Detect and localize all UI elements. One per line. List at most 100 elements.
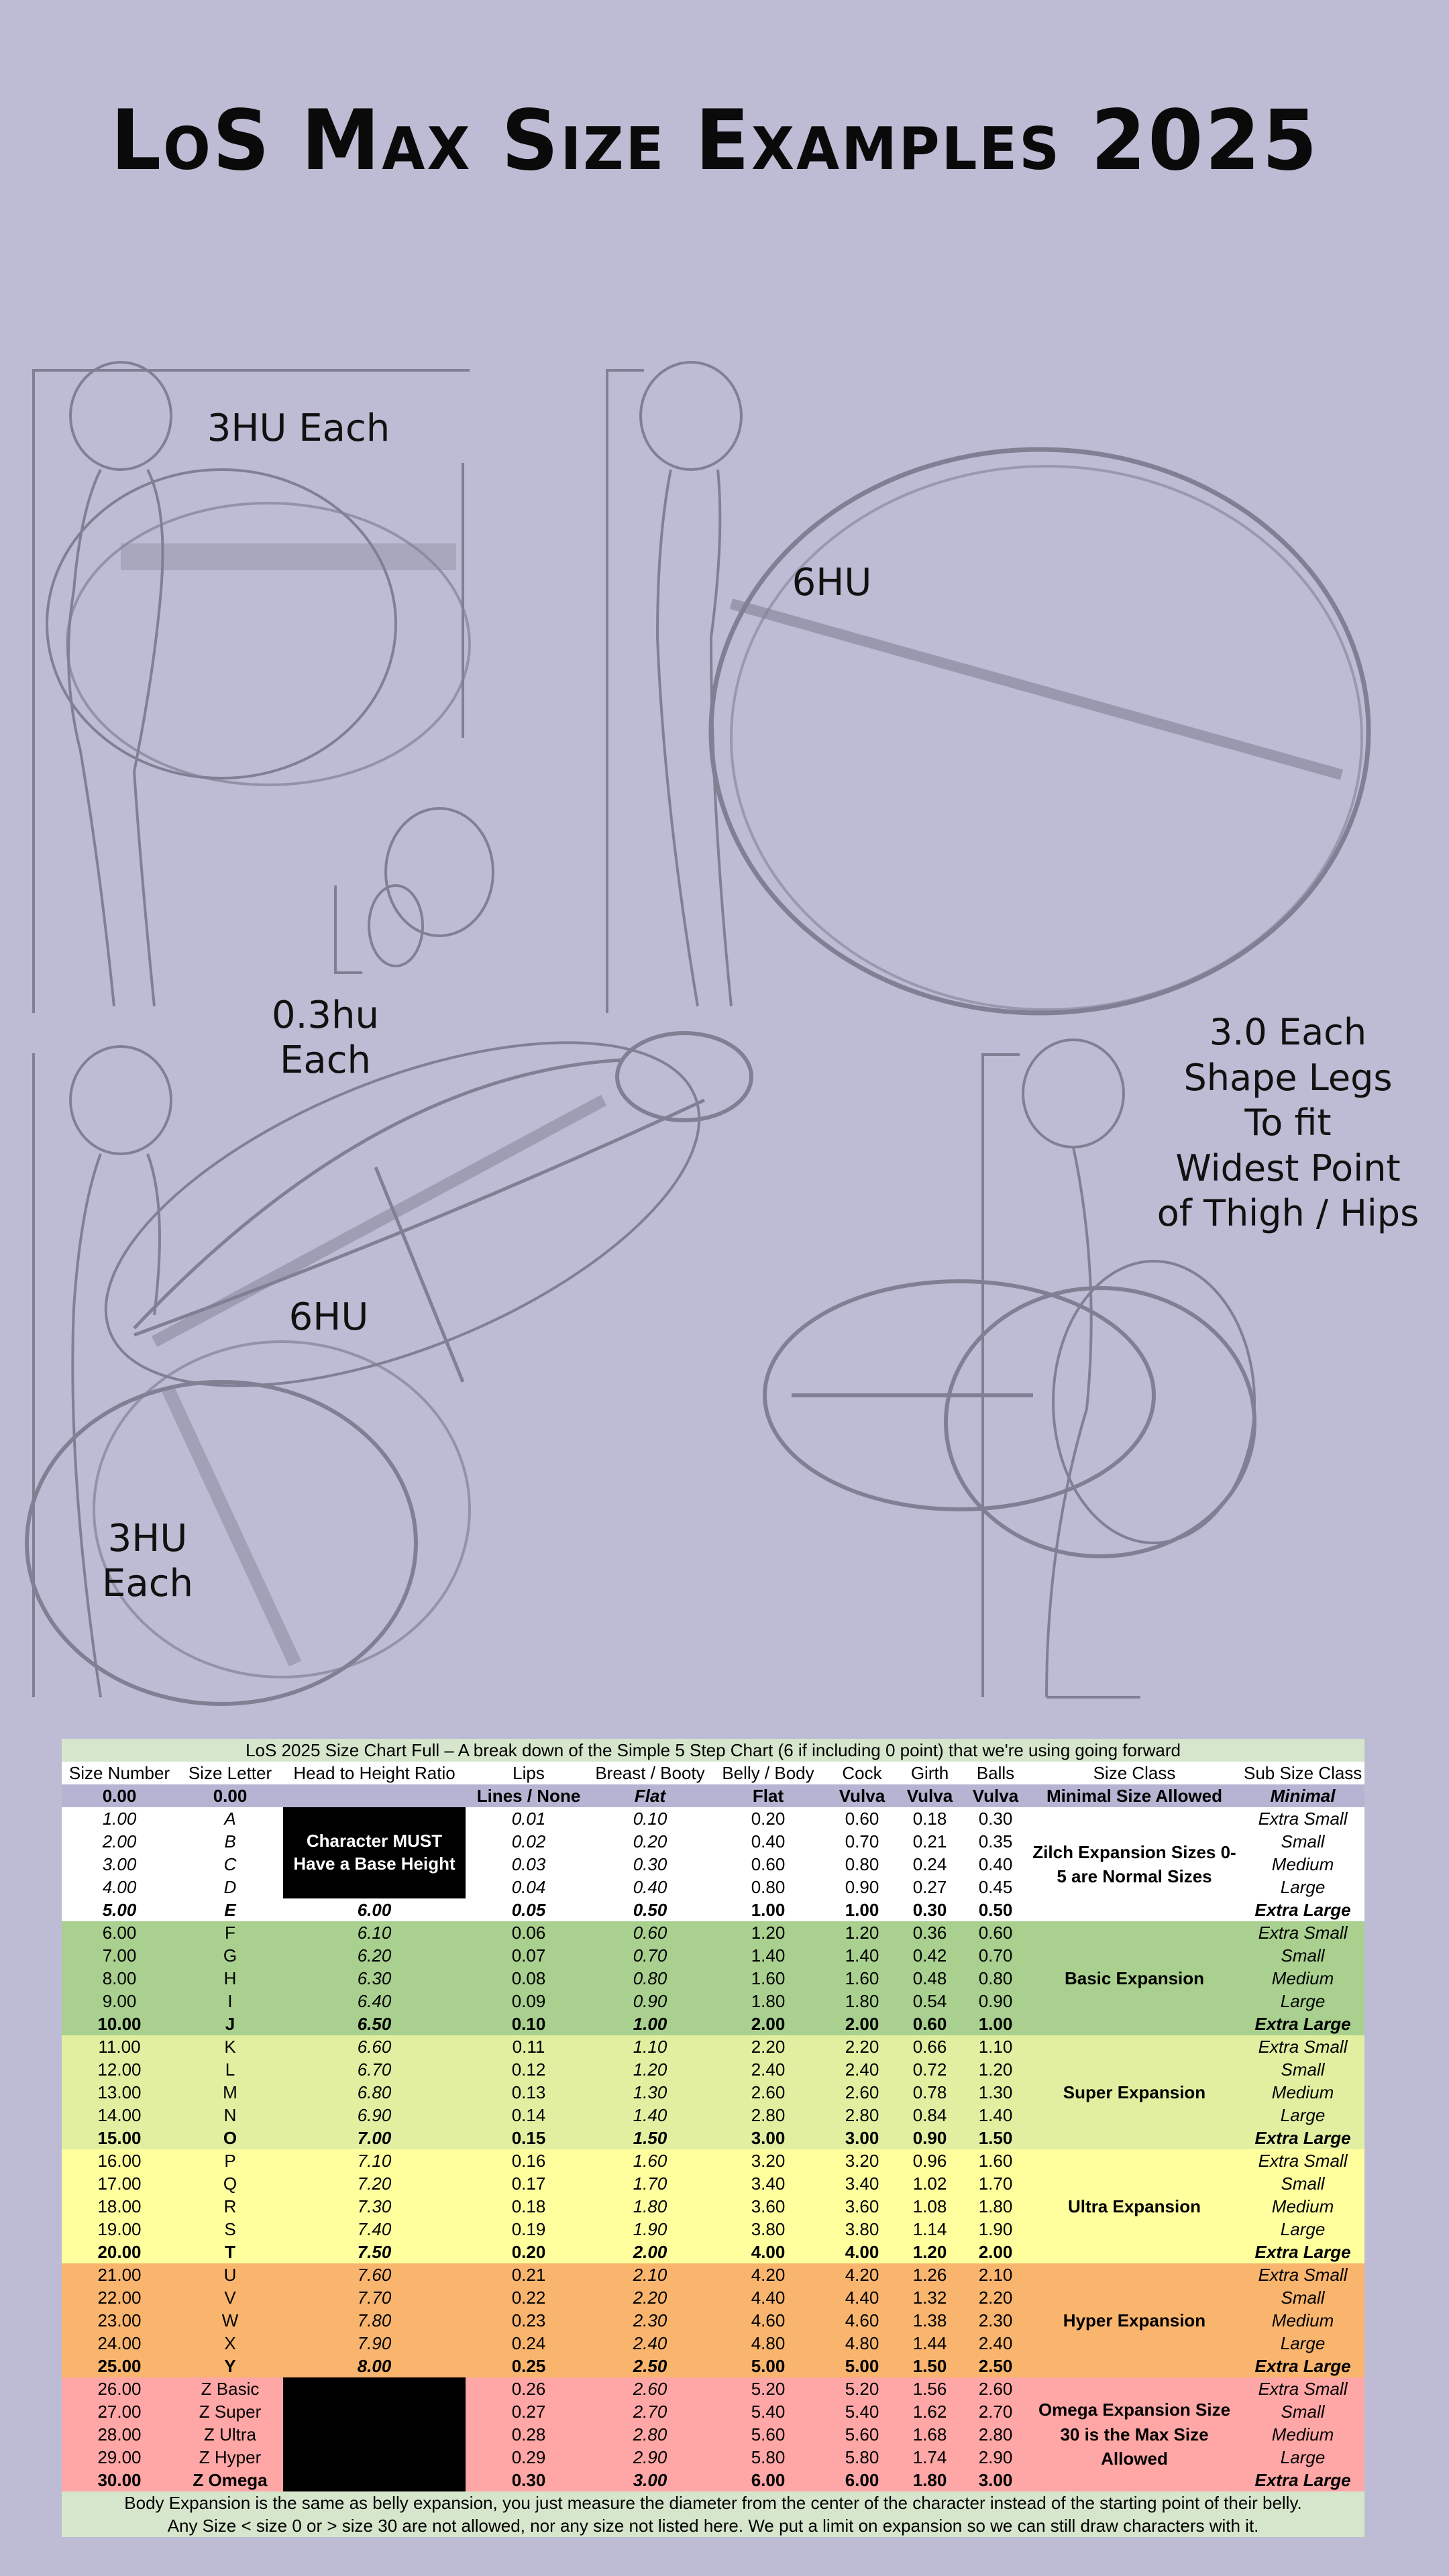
table-cell: 5.00: [708, 2355, 828, 2377]
table-cell: 0.09: [466, 1990, 592, 2012]
table-cell: Extra Small: [1241, 2263, 1365, 2286]
table-cell: 1.32: [896, 2286, 963, 2309]
table-cell: 0.05: [466, 1898, 592, 1921]
table-cell: B: [177, 1830, 283, 1853]
size-chart-footer: Body Expansion is the same as belly expa…: [62, 2491, 1365, 2537]
table-cell: O: [177, 2127, 283, 2149]
table-cell: 0.28: [466, 2423, 592, 2446]
table-cell: 0.36: [896, 1921, 963, 1944]
table-cell: Extra Small: [1241, 1807, 1365, 1830]
note-line4: Widest Point: [1175, 1146, 1401, 1189]
table-cell: K: [177, 2035, 283, 2058]
table-cell: 0.60: [708, 1853, 828, 1876]
label-6hu-top: 6HU: [792, 561, 872, 604]
table-cell: 1.40: [592, 2104, 708, 2127]
table-cell: 2.40: [828, 2058, 896, 2081]
table-cell: 0.90: [896, 2127, 963, 2149]
table-cell: 0.60: [592, 1921, 708, 1944]
table-cell: R: [177, 2195, 283, 2218]
base-height-note: Character MUST Have a Base Height: [283, 1807, 466, 1898]
col-header: Cock: [828, 1762, 896, 1784]
table-cell: 0.19: [466, 2218, 592, 2241]
table-cell: 5.40: [828, 2400, 896, 2423]
table-cell: 1.30: [963, 2081, 1028, 2104]
table-cell: 7.20: [283, 2172, 466, 2195]
table-cell: 5.60: [828, 2423, 896, 2446]
table-cell: 2.00: [963, 2241, 1028, 2263]
table-cell: 1.74: [896, 2446, 963, 2469]
table-cell: 6.90: [283, 2104, 466, 2127]
table-cell: 0.50: [963, 1898, 1028, 1921]
table-cell: 6.20: [283, 1944, 466, 1967]
table-cell: 0.16: [466, 2149, 592, 2172]
table-cell: 5.60: [708, 2423, 828, 2446]
table-cell: 1.00: [708, 1898, 828, 1921]
table-cell: 2.20: [708, 2035, 828, 2058]
table-cell: 1.40: [963, 2104, 1028, 2127]
table-cell: 0.01: [466, 1807, 592, 1830]
col-header: Size Class: [1028, 1762, 1241, 1784]
table-cell: 1.44: [896, 2332, 963, 2355]
table-cell: 0.18: [466, 2195, 592, 2218]
table-cell: 6.00: [283, 1898, 466, 1921]
table-cell: 10.00: [62, 2012, 177, 2035]
table-cell: 14.00: [62, 2104, 177, 2127]
table-cell: 0.84: [896, 2104, 963, 2127]
table-cell: Z Omega: [177, 2469, 283, 2491]
table-cell: Medium: [1241, 1853, 1365, 1876]
table-cell: 6.60: [283, 2035, 466, 2058]
table-cell: 1.00: [62, 1807, 177, 1830]
table-cell: 4.00: [828, 2241, 896, 2263]
table-cell: 23.00: [62, 2309, 177, 2332]
table-cell: 0.02: [466, 1830, 592, 1853]
table-cell: Small: [1241, 2286, 1365, 2309]
table-cell: Extra Large: [1241, 2355, 1365, 2377]
size-class-label: Basic Expansion: [1028, 1921, 1241, 2035]
table-cell: 0.66: [896, 2035, 963, 2058]
table-cell: 0.15: [466, 2127, 592, 2149]
table-cell: 0.13: [466, 2081, 592, 2104]
table-cell: E: [177, 1898, 283, 1921]
table-cell: 3.40: [828, 2172, 896, 2195]
table-cell: 2.40: [963, 2332, 1028, 2355]
size-chart-table: LoS 2025 Size Chart Full – A break down …: [62, 1739, 1365, 2537]
table-cell: 1.80: [592, 2195, 708, 2218]
col-header: Size Letter: [177, 1762, 283, 1784]
table-cell: Extra Large: [1241, 2127, 1365, 2149]
table-cell: 0.78: [896, 2081, 963, 2104]
table-cell: 1.20: [592, 2058, 708, 2081]
table-cell: 1.30: [592, 2081, 708, 2104]
table-cell: 6.70: [283, 2058, 466, 2081]
table-cell: 1.10: [592, 2035, 708, 2058]
table-cell: 2.80: [592, 2423, 708, 2446]
table-cell: 0.90: [592, 1990, 708, 2012]
table-cell: 1.20: [963, 2058, 1028, 2081]
table-cell: T: [177, 2241, 283, 2263]
table-cell: 5.20: [708, 2377, 828, 2400]
table-cell: 5.40: [708, 2400, 828, 2423]
table-cell: J: [177, 2012, 283, 2035]
table-cell: 0.30: [466, 2469, 592, 2491]
table-cell: 1.20: [828, 1921, 896, 1944]
table-cell: 1.50: [592, 2127, 708, 2149]
table-cell: 0.90: [828, 1876, 896, 1898]
table-cell: 1.02: [896, 2172, 963, 2195]
table-cell: Z Hyper: [177, 2446, 283, 2469]
table-cell: 5.00: [828, 2355, 896, 2377]
table-cell: 0.08: [466, 1967, 592, 1990]
label-0-3hu-each: 0.3hu Each: [241, 993, 409, 1083]
table-cell: 2.90: [963, 2446, 1028, 2469]
col-header: Balls: [963, 1762, 1028, 1784]
table-cell: 1.10: [963, 2035, 1028, 2058]
table-cell: 8.00: [62, 1967, 177, 1990]
